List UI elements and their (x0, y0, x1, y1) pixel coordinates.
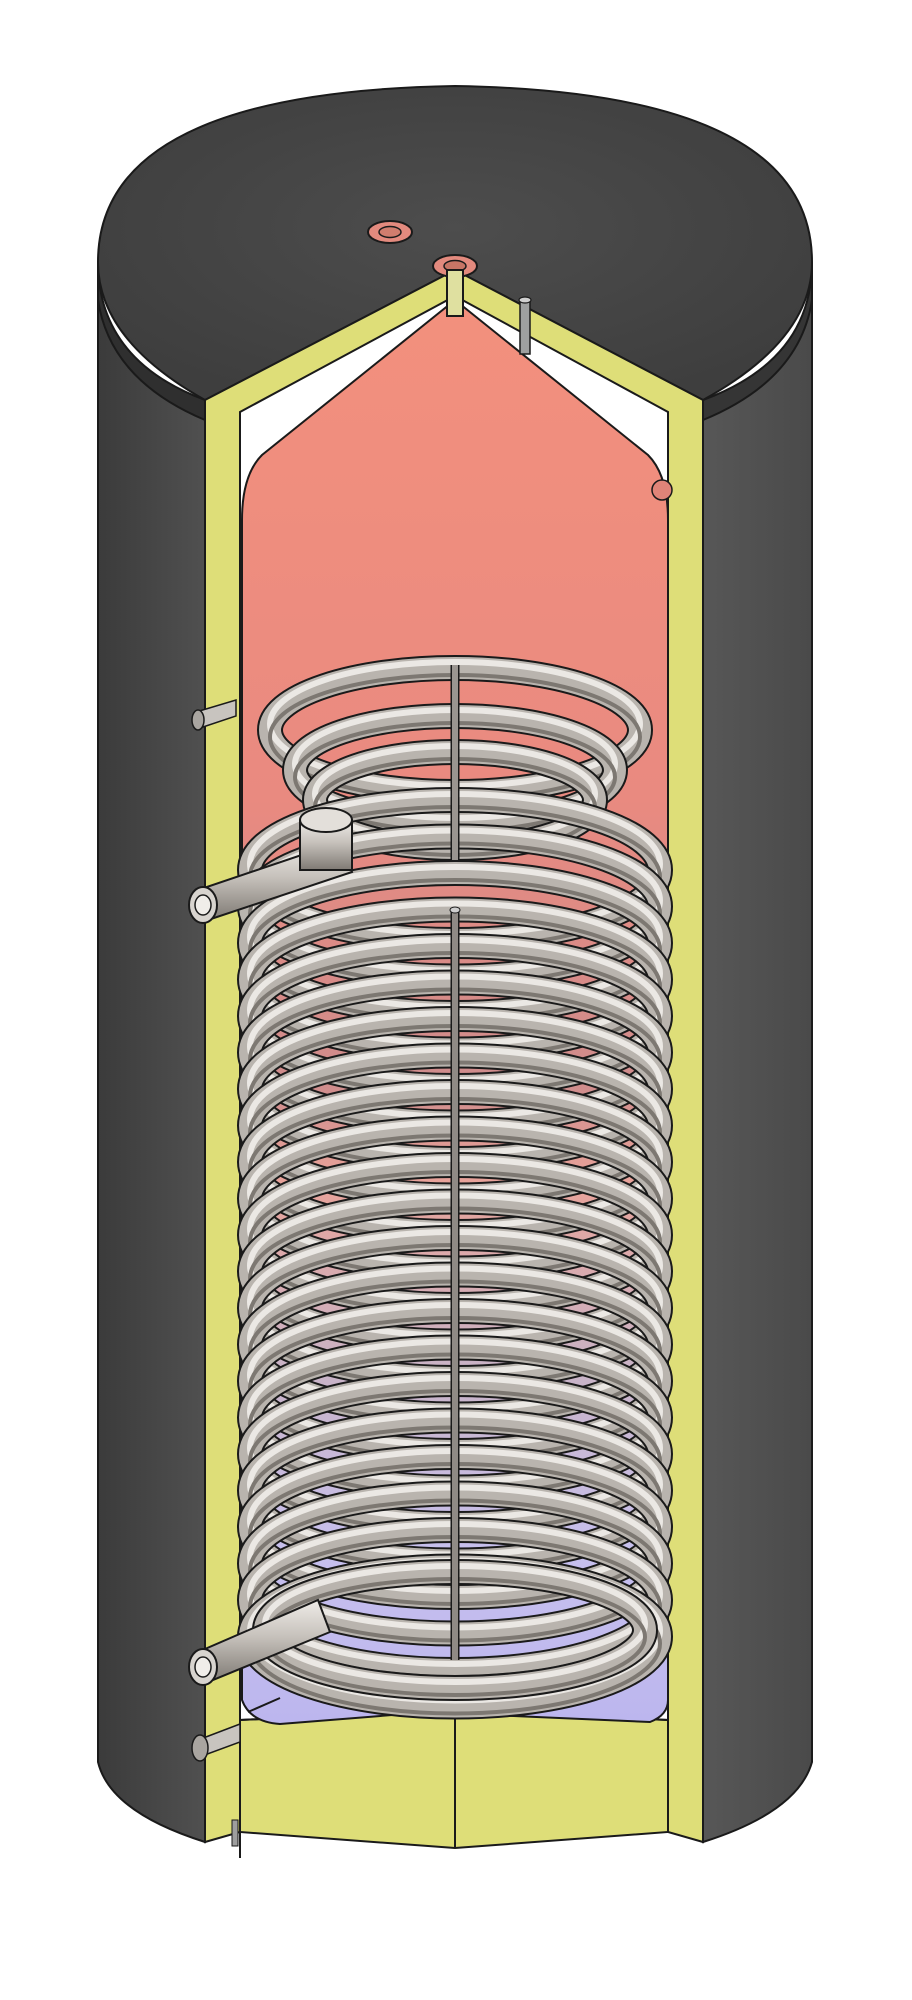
top-outlet-port (367, 220, 478, 317)
side-boss (651, 479, 673, 501)
coil-lower-connection (188, 1598, 332, 1686)
coil-upper-connection (188, 807, 354, 924)
jacket-top-cap (96, 84, 814, 402)
top-sensor-sleeve (518, 296, 532, 355)
jacket-right-wall (702, 262, 813, 1844)
sensor-rod-top (449, 906, 461, 914)
drain-slot (231, 1819, 239, 1847)
upper-side-stub (191, 698, 237, 731)
bottom-inlet-port (191, 1697, 281, 1762)
jacket-left-wall (97, 262, 206, 1844)
